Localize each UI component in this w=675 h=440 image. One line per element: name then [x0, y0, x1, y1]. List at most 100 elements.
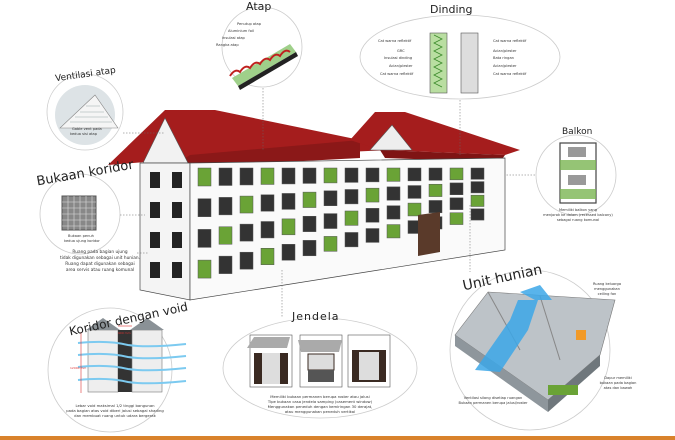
atap-label: Penutup atap — [237, 22, 262, 26]
wall-brick-icon — [460, 32, 479, 94]
void-section-icon — [77, 318, 187, 393]
dinding-label: Acian/plester — [493, 64, 517, 68]
gable-vent-icon — [59, 94, 119, 129]
ventilasi-caption: kedua sisi atap — [70, 132, 98, 136]
facade-window — [449, 182, 464, 195]
atap-title: Atap — [246, 0, 272, 13]
facade-window — [260, 221, 275, 239]
note-line: Ventilasi silang disetiap ruangan — [463, 396, 523, 400]
facade-window — [449, 212, 464, 225]
window-types-icon — [247, 334, 391, 388]
note-line: ceiling fan — [597, 292, 617, 296]
facade-window — [386, 224, 401, 239]
note-line: Menggunakan peneduh dengan kemiringan 30… — [267, 404, 373, 409]
corridor-grille-icon — [61, 195, 97, 231]
atap-label: Aluminium foil — [228, 29, 254, 33]
note-line: bukaan pada bagian — [599, 381, 637, 385]
dinding-label: Acian/plester — [493, 49, 517, 53]
jendela-title: Jendela — [292, 310, 340, 323]
facade-window — [218, 226, 233, 245]
facade-window — [407, 185, 422, 199]
facade-window — [197, 229, 212, 248]
end-room-note: Ruang pada bagian ujung tidak digunakan … — [45, 250, 155, 274]
facade-window — [239, 223, 254, 242]
note-line: Lebar void maksimal 1/2 tinggi bangunan — [75, 403, 155, 408]
kitchen-note: Dapur memiliki bukaan pada bagian atas d… — [593, 376, 643, 391]
facade-window — [344, 210, 359, 226]
facade-window — [365, 228, 380, 243]
note-line: Memiliki balkon yang — [559, 208, 597, 212]
note-line: dan membuat ruang untuk udara bergerak — [74, 413, 156, 418]
facade-window — [302, 167, 317, 184]
facade-window — [365, 208, 380, 223]
facade-window — [239, 251, 254, 270]
facade-window — [428, 200, 443, 214]
side-window — [150, 202, 160, 218]
facade-window — [302, 215, 317, 232]
bottom-accent-bar — [0, 436, 675, 440]
facade-window — [407, 202, 422, 217]
facade-window — [281, 244, 296, 261]
note-line: Ruang keluarga — [592, 282, 622, 286]
apartment-building — [108, 110, 520, 301]
facade-window — [197, 167, 212, 187]
facade-window — [428, 167, 443, 181]
note-line: atas dan bawah — [603, 386, 633, 390]
facade-window — [365, 187, 380, 203]
bukaan-caption: Bukaan penuh — [68, 234, 94, 238]
note-line: menggunakan — [594, 287, 620, 291]
facade-window — [218, 255, 233, 274]
note-line: tidak digunakan sebagai unit hunian. — [60, 256, 140, 261]
side-window — [150, 232, 160, 248]
dinding-label: Cat warna reflektif — [380, 72, 414, 76]
facade-window — [239, 167, 254, 186]
facade-window — [302, 191, 317, 208]
facade-window — [260, 167, 275, 185]
dinding-label: GRC — [397, 49, 405, 53]
dinding-title: Dinding — [430, 3, 473, 16]
side-window — [150, 172, 160, 188]
atap-label: Rangka atap — [216, 43, 239, 47]
note-line: Memiliki bukaan permanen berupa roster a… — [270, 394, 370, 399]
ceiling-fan-note: Ruang keluarga menggunakan ceiling fan — [582, 282, 632, 297]
balkon-title: Balkon — [562, 127, 593, 137]
note-line: sebagai ruang komunal — [556, 218, 600, 222]
side-window — [172, 232, 182, 248]
facade-window — [323, 190, 338, 206]
facade-window — [470, 167, 485, 180]
side-window — [172, 262, 182, 278]
note-line: Dapur memiliki — [604, 376, 632, 380]
facade-window — [428, 183, 443, 197]
facade-window — [449, 167, 464, 181]
atap-circle — [221, 6, 303, 88]
facade-window — [281, 218, 296, 236]
facade-window — [260, 194, 275, 212]
facade-window — [218, 197, 233, 216]
note-line: area servis atau ruang komunal — [65, 268, 135, 273]
facade-window — [344, 189, 359, 205]
side-window — [172, 172, 182, 188]
facade-window — [197, 259, 212, 279]
note-line: menjorok ke dalam (recessed balcony) — [543, 213, 613, 217]
dinding-ellipse — [359, 14, 561, 100]
facade-window — [386, 186, 401, 201]
note-line: Tipe bukaan casa jendela samping (caseme… — [267, 399, 373, 404]
balkon-note: Memiliki balkon yang menjorok ke dalam (… — [543, 208, 613, 223]
note-line: atau menggunakan peneduh vertikal — [284, 409, 356, 414]
void-dim: 900 mm — [118, 331, 131, 335]
side-window — [150, 262, 160, 278]
facade-window — [407, 167, 422, 182]
airflow-arrow-icon — [475, 285, 552, 372]
dinding-label: Cat warna reflektif — [378, 39, 412, 43]
roof-layers-icon — [229, 44, 298, 90]
facade-window — [470, 194, 485, 207]
facade-window — [281, 193, 296, 210]
facade-window — [260, 248, 275, 265]
atap-label: Insulasi atap — [222, 36, 245, 40]
facade-window — [323, 236, 338, 252]
facade-window — [302, 240, 317, 257]
dinding-label: Cat warna reflektif — [493, 72, 527, 76]
note-line: Ruang pada bagian ujung — [72, 250, 128, 255]
dinding-label: Acian/plester — [389, 64, 413, 68]
